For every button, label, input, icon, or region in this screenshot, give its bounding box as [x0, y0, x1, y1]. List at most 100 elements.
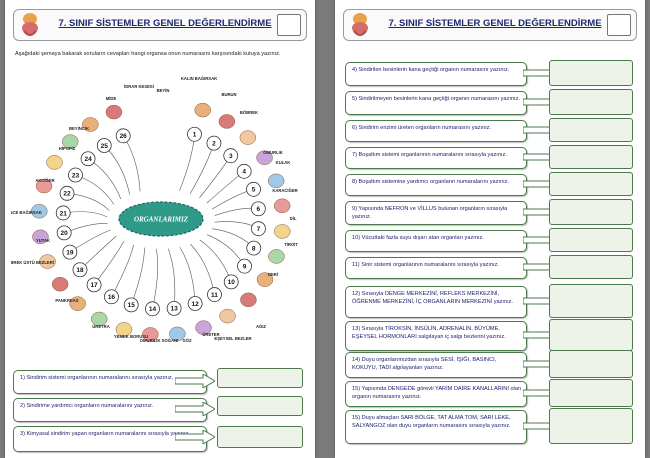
organ-label: GÖZ: [182, 338, 192, 343]
answer-box-5[interactable]: [549, 89, 633, 115]
organ-number: 19: [66, 249, 74, 256]
number-circle: [115, 128, 131, 144]
organ-label: İDRAR KESESİ: [124, 84, 154, 89]
connector-line: [152, 248, 158, 309]
organ-number: 4: [242, 169, 246, 176]
organ-number: 11: [211, 292, 218, 299]
answer-box-8[interactable]: [549, 172, 633, 196]
organ-label: DERİ: [268, 272, 278, 277]
organ-number: 20: [61, 230, 69, 237]
question-text: 4) Sindirilen besinlerin kana geçtiği or…: [352, 67, 510, 73]
organ-image: [268, 249, 285, 264]
organ-number: 5: [252, 187, 256, 194]
question-14: 14) Duyu organlarımızdan sırasıyla SESİ,…: [345, 352, 527, 378]
organ-number: 13: [171, 306, 179, 313]
connector-line: [167, 248, 176, 309]
number-circle: [237, 258, 252, 274]
number-circle: [236, 163, 252, 179]
center-label: ORGANLARIMIZ: [134, 216, 189, 224]
score-box[interactable]: [607, 14, 631, 36]
organ-image: [39, 254, 56, 269]
organ-image: [32, 229, 49, 245]
connector-line: [190, 243, 215, 295]
organ-label: DİL: [290, 216, 297, 221]
question-11: 11) Sinir sistemi organlarının numaralar…: [345, 257, 527, 279]
answer-box-2[interactable]: [217, 396, 303, 416]
question-text: 11) Sinir sistemi organlarının numaralar…: [352, 262, 499, 268]
number-circle: [145, 301, 160, 317]
organ-number: 26: [120, 133, 128, 140]
organ-image: [219, 308, 236, 324]
answer-box-7[interactable]: [549, 145, 633, 169]
right-header: 7. SINIF SİSTEMLER GENEL DEĞERLENDİRME: [343, 9, 637, 41]
question-text: 7) Boşaltım sistemi organlarının numaral…: [352, 152, 507, 158]
question-13: 13) Sırasıyla TİROKSİN, İNSÜLİN, ADRENAL…: [345, 321, 527, 351]
number-circle: [187, 296, 203, 311]
organ-number: 22: [63, 191, 71, 198]
organ-number: 14: [149, 306, 157, 313]
organ-label: KALIN BAĞIRSAK: [181, 76, 217, 81]
answer-box-13[interactable]: [549, 319, 633, 351]
organ-image: [115, 322, 133, 337]
answer-box-12[interactable]: [549, 284, 633, 318]
answer-box-16[interactable]: [549, 408, 633, 444]
organ-image: [69, 296, 86, 311]
organ-number: 1: [193, 132, 197, 139]
organ-label: BEYİN: [157, 88, 170, 93]
organ-image: [142, 327, 159, 342]
answer-box-3[interactable]: [217, 426, 303, 448]
organ-number: 23: [72, 172, 80, 179]
question-5: 5) Sindirilmeyen besinlerin kana geçtiği…: [345, 91, 527, 115]
organ-label: OMURİLİK SOĞANI: [140, 338, 178, 343]
answer-box-11[interactable]: [549, 255, 633, 279]
organ-image: [51, 276, 69, 292]
number-circle: [123, 297, 139, 313]
connector-line: [179, 134, 195, 191]
organ-number: 21: [60, 210, 68, 217]
answer-box-10[interactable]: [549, 228, 633, 252]
question-text: 10) Vücuttaki fazla suyu dışarı atan org…: [352, 235, 484, 241]
answer-box-6[interactable]: [549, 118, 633, 142]
answer-box-1[interactable]: [217, 368, 303, 388]
number-circle: [72, 262, 88, 278]
question-text: 12) Sırasıyla DENGE MERKEZİNİ, REFLEKS M…: [352, 291, 513, 305]
question-text: 8) Boşaltım sistemine yardımcı organları…: [352, 179, 509, 185]
question-16: 15) Duyu almaçları SARI BÖLGE, TAT ALMA …: [345, 410, 527, 444]
organ-label: EŞEYSEL BEZLER: [214, 336, 251, 341]
right-worksheet-page: 7. SINIF SİSTEMLER GENEL DEĞERLENDİRME 4…: [335, 0, 645, 458]
answer-box-15[interactable]: [549, 379, 633, 407]
connector-line: [130, 247, 145, 305]
number-circle: [80, 151, 96, 167]
organ-label: YEMEK BORUSU: [114, 334, 148, 339]
question-12: 12) Sırasıyla DENGE MERKEZİNİ, REFLEKS M…: [345, 286, 527, 318]
number-circle: [62, 244, 78, 260]
organ-label: İNCE BAĞIRSAK: [11, 210, 42, 215]
organ-image: [273, 198, 291, 214]
number-circle: [86, 277, 102, 293]
digestive-system-icon: [22, 13, 38, 36]
number-circle: [187, 126, 202, 142]
organ-label: BÖBREK ÜSTÜ BEZLERİ: [11, 260, 54, 265]
connector-line: [104, 145, 131, 195]
answer-box-4[interactable]: [549, 60, 633, 86]
organ-number: 3: [229, 153, 233, 160]
question-text: 15) Duyu almaçları SARI BÖLGE, TAT ALMA …: [352, 415, 511, 429]
score-box[interactable]: [277, 14, 301, 36]
organ-image: [240, 292, 257, 308]
organ-label: BEYİNCİK: [69, 126, 89, 131]
organ-number: 9: [243, 263, 247, 270]
organ-label: BURUN: [221, 92, 236, 97]
center-ellipse: [118, 201, 204, 237]
instructions-text: Aşağıdaki şemaya bakarak soruların cevap…: [15, 51, 281, 57]
arrow-icon: [175, 374, 215, 388]
left-worksheet-page: 7. SINIF SİSTEMLER GENEL DEĞERLENDİRME A…: [5, 0, 315, 458]
organ-number: 16: [108, 294, 116, 301]
answer-box-14[interactable]: [549, 350, 633, 378]
question-9: 9) Yapısında NEFRON ve VİLLUS bulunan or…: [345, 201, 527, 225]
organ-label: ÜRETRA: [92, 324, 109, 329]
answer-box-9[interactable]: [549, 199, 633, 225]
connector-line: [199, 239, 232, 282]
organ-diagram: 1234567891011121314151617181920212223242…: [11, 76, 298, 343]
connector-line: [79, 235, 117, 270]
question-text: 9) Yapısında NEFRON ve VİLLUS bulunan or…: [352, 206, 508, 220]
